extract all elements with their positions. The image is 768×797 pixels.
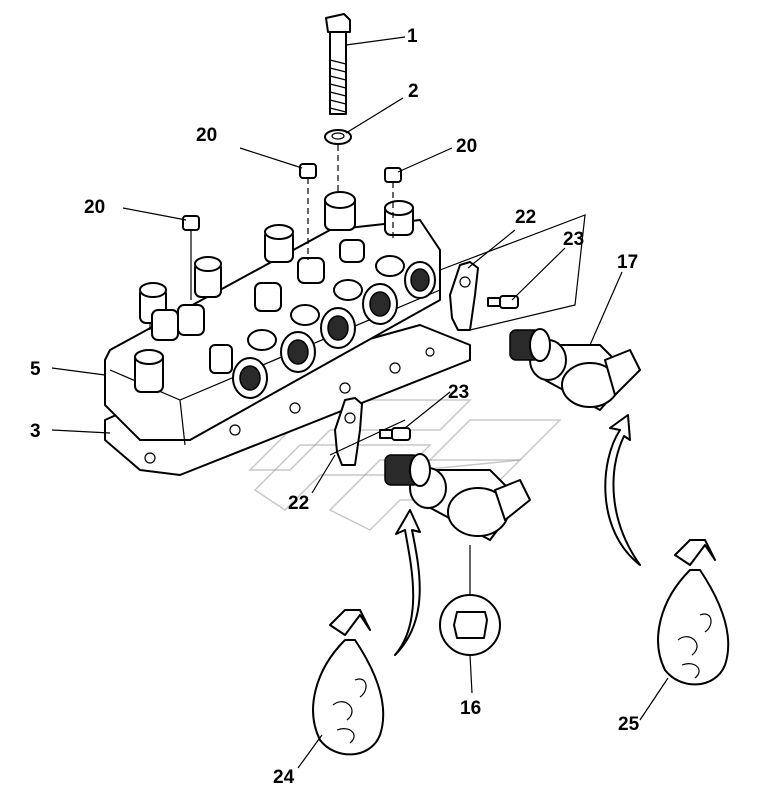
callout-24: 24 (273, 767, 295, 788)
callout-20-right: 20 (456, 136, 477, 157)
callout-2: 2 (408, 81, 419, 102)
callout-20-left: 20 (84, 197, 105, 218)
callout-25: 25 (618, 714, 640, 735)
callout-22-lower: 22 (288, 493, 309, 514)
parts-bag-24 (312, 609, 385, 756)
callout-20-middle: 20 (196, 125, 217, 146)
valve-body-bosses (134, 191, 414, 393)
callout-3: 3 (30, 421, 41, 442)
callout-labels: 1 2 20 20 20 22 23 17 5 23 3 22 16 25 24 (30, 26, 640, 788)
install-arrow-lower (394, 509, 421, 656)
bracket-22-upper (439, 214, 586, 331)
washer (324, 129, 352, 145)
callout-23-lower: 23 (448, 382, 469, 403)
leader-lines (51, 36, 669, 769)
callout-23-upper: 23 (563, 229, 584, 250)
callout-1: 1 (407, 26, 418, 47)
nut-20-left (182, 215, 200, 300)
callout-16: 16 (460, 698, 481, 719)
nut-20-middle (299, 163, 317, 260)
nut-20-right (384, 167, 402, 240)
callout-5: 5 (30, 359, 41, 380)
callout-17: 17 (617, 252, 638, 273)
solenoid-17 (509, 328, 641, 411)
solenoid-ports (232, 255, 436, 399)
bolt (325, 13, 351, 115)
install-arrow-upper (604, 414, 641, 566)
callout-22-upper: 22 (515, 207, 536, 228)
connector-detail-16 (439, 545, 501, 656)
bracket-22-lower (329, 397, 406, 466)
screw-23-upper (487, 295, 519, 309)
solenoid-lower (384, 453, 531, 541)
parts-bag-25 (657, 539, 730, 686)
screw-23-lower (379, 427, 411, 441)
